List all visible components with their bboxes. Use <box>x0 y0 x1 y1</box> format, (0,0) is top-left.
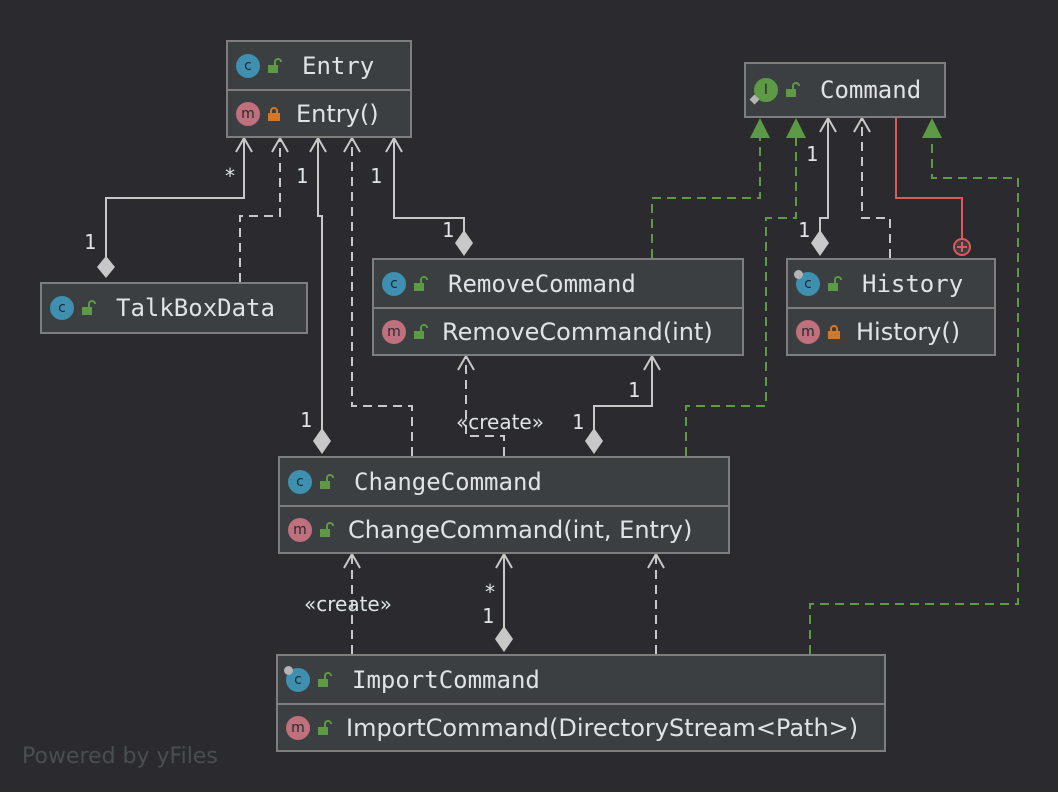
public-unlock-icon <box>268 57 282 73</box>
entry-header: c Entry <box>228 42 410 89</box>
public-unlock-icon <box>414 323 428 339</box>
multiplicity-label: * <box>224 164 237 188</box>
public-unlock-icon <box>786 82 800 97</box>
class-icon: c <box>236 53 260 78</box>
removecommand-member-row: m RemoveCommand(int) <box>374 307 742 354</box>
edge-importcommand-command-realization <box>809 138 1019 654</box>
removecommand-constructor: RemoveCommand(int) <box>442 317 713 346</box>
edge-removecommand-command-realization <box>651 138 761 258</box>
multiplicity-label: 1 <box>370 164 383 188</box>
method-icon: m <box>236 101 260 126</box>
talkboxdata-header: c TalkBoxData <box>42 284 306 332</box>
class-icon: c <box>284 665 310 692</box>
multiplicity-label: 1 <box>572 410 585 434</box>
edge-history-command <box>819 115 837 232</box>
aggregation-diamond <box>97 256 115 278</box>
multiplicity-label: * <box>484 580 497 604</box>
command-interface-node[interactable]: I Command <box>744 62 946 118</box>
importcommand-header: c ImportCommand <box>278 656 884 703</box>
class-icon: c <box>382 271 406 296</box>
private-lock-icon <box>268 106 280 121</box>
talkboxdata-class-name: TalkBoxData <box>116 294 275 322</box>
history-class-name: History <box>862 269 964 298</box>
realization-arrowhead <box>750 118 770 138</box>
edge-importcommand-changecommand-dependency <box>647 551 665 654</box>
aggregation-diamond <box>313 428 331 454</box>
talkboxdata-class-node[interactable]: c TalkBoxData <box>40 282 308 334</box>
importcommand-member-row: m ImportCommand(DirectoryStream<Path>) <box>278 703 884 750</box>
importcommand-class-node[interactable]: c ImportCommand m ImportCommand(Director… <box>276 654 886 752</box>
public-unlock-icon <box>414 275 428 291</box>
public-unlock-icon <box>320 521 334 537</box>
changecommand-constructor: ChangeCommand(int, Entry) <box>348 515 693 544</box>
edge-changecommand-entry-dependency <box>343 135 413 456</box>
history-class-node[interactable]: c History m History() <box>786 258 996 356</box>
edge-talkboxdata-entry-dependency <box>239 135 289 282</box>
edge-command-history-nesting <box>895 118 971 256</box>
edge-changecommand-command-realization <box>685 138 797 456</box>
edge-history-command-dependency <box>853 115 891 258</box>
entry-class-node[interactable]: c Entry m Entry() <box>226 40 412 138</box>
history-constructor: History() <box>856 317 961 346</box>
edge-changecommand-entry <box>309 135 327 430</box>
class-icon: c <box>50 296 74 320</box>
multiplicity-label: 1 <box>482 604 495 628</box>
aggregation-diamond <box>455 230 473 256</box>
entry-class-name: Entry <box>302 51 375 80</box>
class-icon: c <box>288 469 312 494</box>
edge-importcommand-changecommand-create <box>343 551 361 654</box>
edge-changecommand-removecommand-create <box>457 353 505 456</box>
importcommand-class-name: ImportCommand <box>352 665 540 694</box>
changecommand-class-node[interactable]: c ChangeCommand m ChangeCommand(int, Ent… <box>278 456 730 554</box>
realization-arrowhead <box>786 118 806 138</box>
multiplicity-label: 1 <box>798 218 811 242</box>
aggregation-diamond <box>495 626 513 652</box>
method-icon: m <box>288 517 312 542</box>
public-unlock-icon <box>320 473 334 489</box>
entry-constructor: Entry() <box>296 99 379 128</box>
yfiles-watermark: Powered by yFiles <box>22 744 218 769</box>
method-icon: m <box>286 715 310 740</box>
removecommand-header: c RemoveCommand <box>374 260 742 307</box>
entry-member-row: m Entry() <box>228 89 410 136</box>
class-icon: c <box>794 269 820 296</box>
multiplicity-label: 1 <box>300 408 313 432</box>
history-header: c History <box>788 260 994 307</box>
importcommand-constructor: ImportCommand(DirectoryStream<Path>) <box>346 713 859 742</box>
edge-importcommand-changecommand <box>495 551 513 628</box>
edge-changecommand-removecommand <box>593 353 661 430</box>
changecommand-header: c ChangeCommand <box>280 458 728 505</box>
public-unlock-icon <box>318 671 332 687</box>
removecommand-class-node[interactable]: c RemoveCommand m RemoveCommand(int) <box>372 258 744 356</box>
changecommand-member-row: m ChangeCommand(int, Entry) <box>280 505 728 552</box>
create-stereotype-label: «create» <box>304 592 392 616</box>
multiplicity-label: 1 <box>296 164 309 188</box>
removecommand-class-name: RemoveCommand <box>448 269 636 298</box>
public-unlock-icon <box>82 300 96 315</box>
edge-removecommand-entry <box>385 135 465 232</box>
aggregation-diamond <box>585 428 603 454</box>
edge-talkboxdata-entry <box>105 135 253 262</box>
changecommand-class-name: ChangeCommand <box>354 467 542 496</box>
multiplicity-label: 1 <box>442 218 455 242</box>
multiplicity-label: 1 <box>628 378 641 402</box>
multiplicity-label: 1 <box>806 142 819 166</box>
aggregation-diamond <box>811 230 829 256</box>
interface-icon: I <box>749 78 778 105</box>
method-icon: m <box>796 319 820 344</box>
create-stereotype-label: «create» <box>456 410 544 434</box>
command-header: I Command <box>746 64 944 116</box>
public-unlock-icon <box>318 719 332 735</box>
method-icon: m <box>382 319 406 344</box>
private-lock-icon <box>828 324 840 339</box>
history-member-row: m History() <box>788 307 994 354</box>
public-unlock-icon <box>828 275 842 291</box>
command-interface-name: Command <box>820 76 922 104</box>
realization-arrowhead <box>922 118 942 138</box>
multiplicity-label: 1 <box>84 230 97 254</box>
